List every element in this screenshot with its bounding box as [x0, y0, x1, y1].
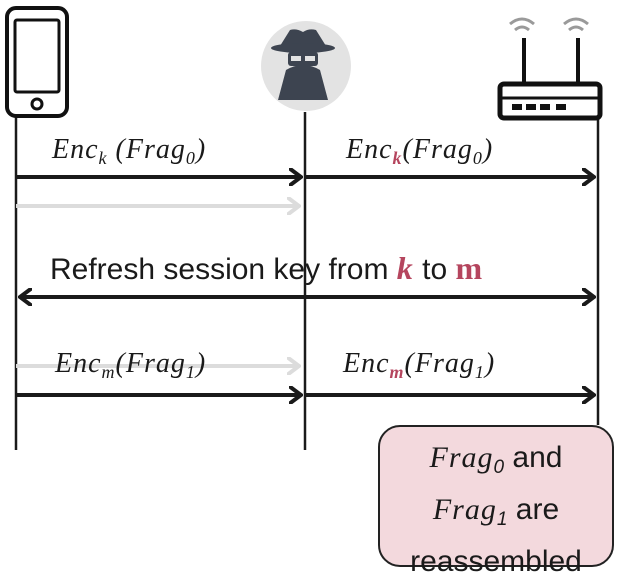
msg2-right-label: Encm(Frag1): [343, 348, 496, 382]
wifi-signal-icon: [509, 17, 589, 32]
router-icon: [497, 17, 603, 121]
attacker-icon: [261, 21, 351, 111]
smartphone-icon: [5, 6, 69, 118]
reassembly-note: Frag0 and Frag1 are reassembled: [378, 425, 614, 578]
refresh-key-label: Refresh session key from k to m: [50, 250, 483, 286]
msg1-right-label: Enck(Frag0): [346, 134, 494, 168]
msg2-left-label: Encm(Frag1): [55, 348, 207, 382]
msg1-left-label: Enck (Frag0): [52, 134, 207, 168]
